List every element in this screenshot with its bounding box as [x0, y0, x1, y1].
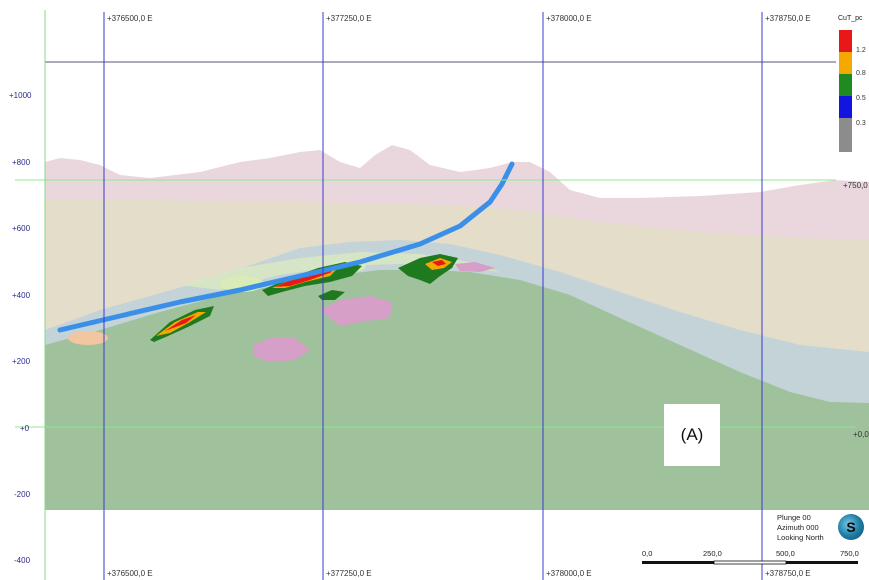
elevation-label: +600 — [12, 224, 31, 233]
elevation-label: +200 — [12, 357, 31, 366]
intrusive-body — [253, 338, 310, 362]
easting-label-bottom: +378750,0 E — [765, 569, 811, 578]
legend-value: 0.5 — [856, 95, 866, 102]
intrusive-body — [320, 296, 392, 326]
right-elevation-label: +0,0 — [853, 430, 869, 439]
legend-swatch-low — [839, 96, 852, 118]
scale-label: 500,0 — [776, 549, 795, 558]
easting-label-top: +378750,0 E — [765, 14, 811, 23]
right-elevation-label: +750,0 — [843, 181, 868, 190]
legend-swatch-background — [839, 118, 852, 152]
ore-body-east — [398, 254, 458, 284]
peach-body — [68, 331, 108, 345]
scale-bar — [642, 560, 858, 565]
easting-label-top: +378000,0 E — [546, 14, 592, 23]
elevation-label: +800 — [12, 158, 31, 167]
scale-label: 0,0 — [642, 549, 653, 558]
drillhole-trace — [57, 161, 515, 333]
legend-value: 1.2 — [856, 47, 866, 54]
elevation-label: +0 — [20, 424, 30, 433]
easting-label-top: +376500,0 E — [107, 14, 153, 23]
elevation-label: +400 — [12, 291, 31, 300]
panel-label: (A) — [664, 404, 720, 466]
easting-label-bottom: +378000,0 E — [546, 569, 592, 578]
elevation-label: -200 — [14, 490, 31, 499]
legend-swatch-medium — [839, 74, 852, 96]
legend-value: 0.8 — [856, 70, 866, 77]
compass-s-icon: S — [838, 514, 864, 540]
legend-title: CuT_pc — [838, 15, 863, 22]
elevation-label: -400 — [14, 556, 31, 565]
view-orientation: Plunge 00 Azimuth 000 Looking North — [777, 513, 824, 543]
lower-unit — [45, 270, 869, 510]
scale-label: 750,0 — [840, 549, 859, 558]
scale-label: 250,0 — [703, 549, 722, 558]
elevation-label: +1000 — [9, 91, 32, 100]
intrusive-body — [455, 262, 495, 272]
azimuth-text: Azimuth 000 — [777, 523, 819, 532]
plunge-text: Plunge 00 — [777, 513, 811, 522]
ore-body-west — [150, 306, 214, 342]
easting-label-top: +377250,0 E — [326, 14, 372, 23]
looking-text: Looking North — [777, 533, 824, 542]
legend-swatch-medium-high — [839, 52, 852, 74]
legend-swatch-high — [839, 30, 852, 52]
easting-label-bottom: +377250,0 E — [326, 569, 372, 578]
easting-label-bottom: +376500,0 E — [107, 569, 153, 578]
legend-value: 0.3 — [856, 120, 866, 127]
